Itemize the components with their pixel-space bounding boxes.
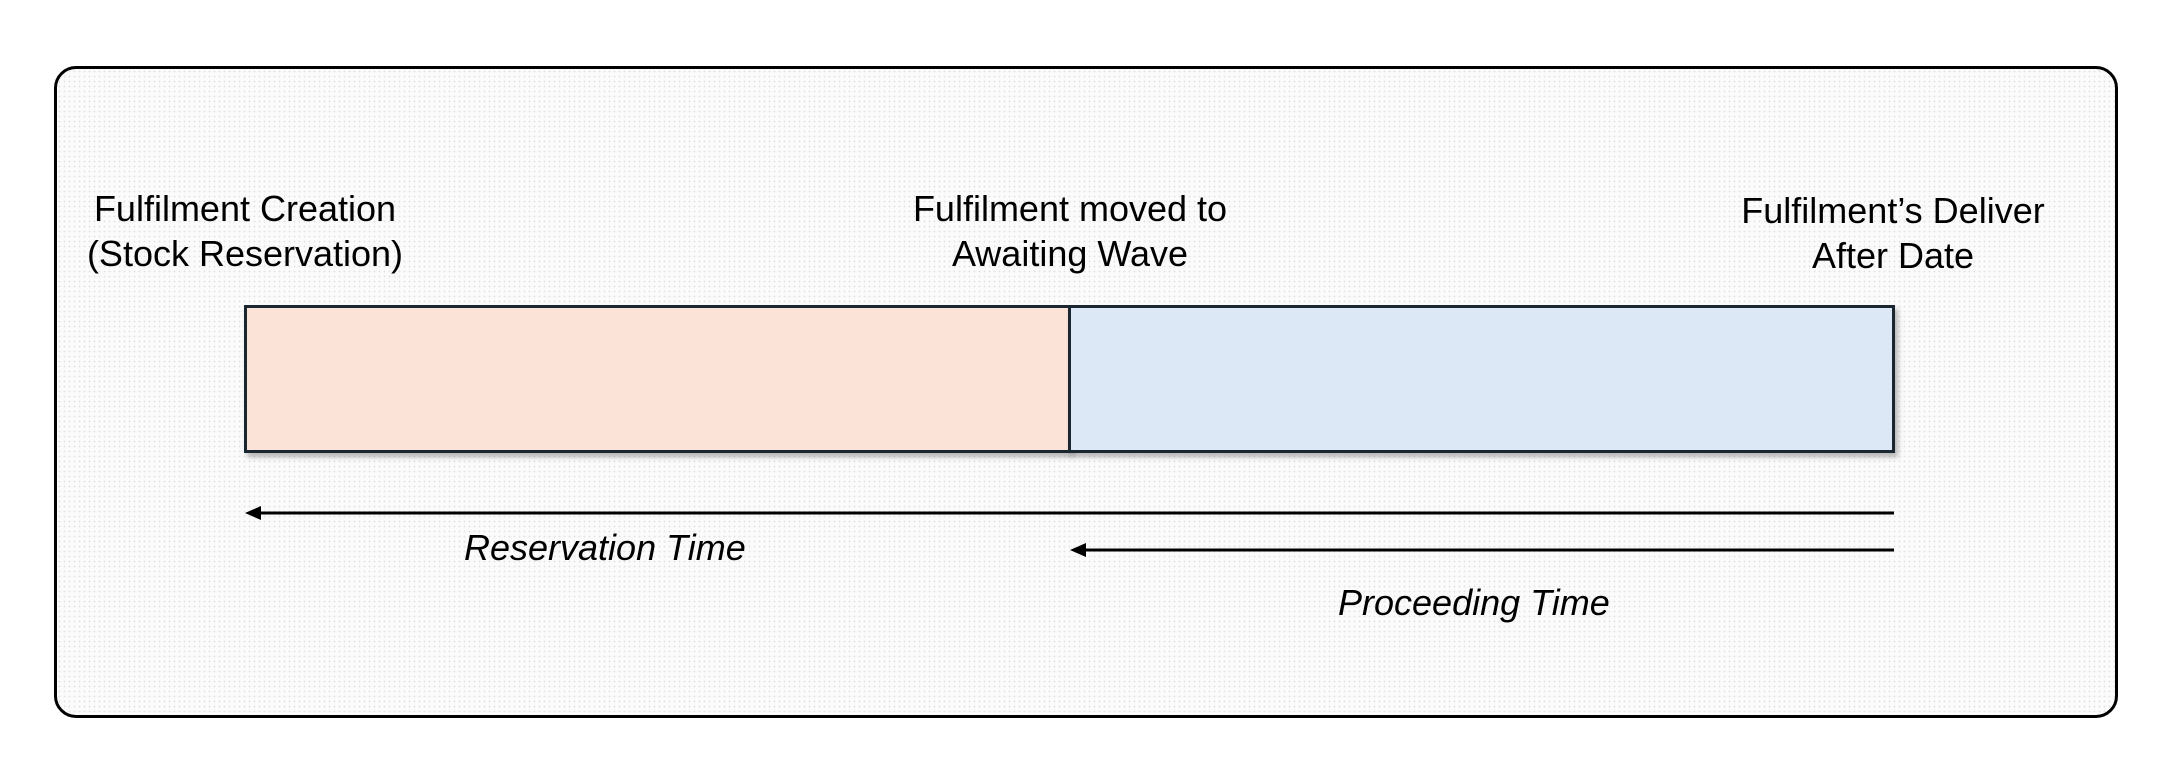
milestone-deliver-line-1: Fulfilment’s Deliver [1741,190,2045,231]
proceeding-time-label: Proceeding Time [1338,582,1610,623]
reservation-time-label: Reservation Time [464,527,746,568]
reservation-time-arrow-head [245,506,261,520]
proceeding-time-arrow-head [1070,543,1086,557]
proceeding-time-arrow [1070,543,1894,557]
milestone-deliver-after-date: Fulfilment’s Deliver After Date [1720,188,2066,278]
milestone-creation-line-2: (Stock Reservation) [86,233,404,274]
milestone-fulfilment-creation: Fulfilment Creation (Stock Reservation) [70,186,420,276]
milestone-creation-line-1: Fulfilment Creation [93,188,397,229]
proceeding-phase-bar [1068,305,1895,453]
reservation-time-arrow [245,506,1894,520]
milestone-deliver-line-2: After Date [1811,235,1975,276]
milestone-moved-line-2: Awaiting Wave [951,233,1189,274]
milestone-moved-line-1: Fulfilment moved to [912,188,1228,229]
milestone-moved-to-awaiting-wave: Fulfilment moved to Awaiting Wave [860,186,1280,276]
